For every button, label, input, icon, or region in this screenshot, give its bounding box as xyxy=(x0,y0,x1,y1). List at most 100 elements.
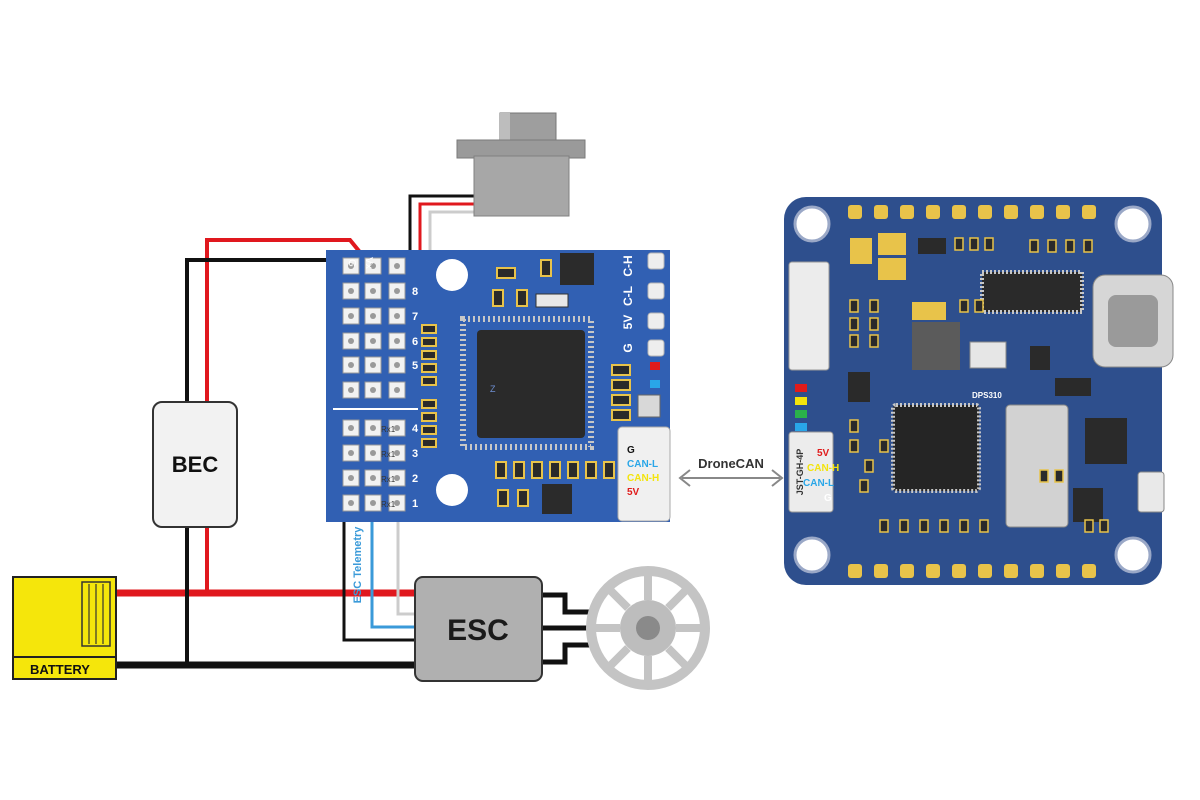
small-chip xyxy=(542,484,572,514)
pin-hole xyxy=(348,263,354,269)
pin-hole xyxy=(348,362,354,368)
smd-component xyxy=(1065,239,1075,253)
smd-component xyxy=(849,334,859,348)
solder-pad xyxy=(978,205,992,219)
node-can-g: G xyxy=(627,445,635,456)
led-red xyxy=(650,362,660,370)
esc-telemetry-label: ESC Telemetry xyxy=(352,526,364,604)
solder-pads xyxy=(848,205,1096,578)
esc-module: ESC xyxy=(414,576,543,682)
pin-hole xyxy=(348,313,354,319)
smd-component xyxy=(869,299,879,313)
side-connector xyxy=(788,261,830,371)
smd-component xyxy=(984,237,994,251)
smd-component xyxy=(879,439,889,453)
pin-hole xyxy=(394,500,400,506)
solder-pad xyxy=(1082,564,1096,578)
row-number-label: 7 xyxy=(412,311,418,323)
jst-label: JST-GH-4P xyxy=(795,449,805,496)
mounting-holes xyxy=(793,205,1152,574)
solder-pad xyxy=(978,564,992,578)
mcu-chip: Z xyxy=(460,316,594,450)
fc-can-connector: JST-GH-4P xyxy=(788,431,834,513)
rx1-label: Rx1 xyxy=(381,500,396,509)
esc-label: ESC xyxy=(447,614,509,647)
smd-component xyxy=(959,519,969,533)
pin-hole xyxy=(348,425,354,431)
solder-pad xyxy=(848,205,862,219)
edge-label-g: G xyxy=(621,343,635,352)
dps-label: DPS310 xyxy=(972,391,1002,400)
esc-signal-wire xyxy=(396,508,420,616)
solder-pad xyxy=(926,205,940,219)
flight-controller-board: JST-GH-4P 5V CAN-H CAN-L G xyxy=(784,197,1174,585)
solder-pad xyxy=(1056,205,1070,219)
solder-pad xyxy=(952,564,966,578)
smd-component xyxy=(939,519,949,533)
fc-mcu xyxy=(891,403,981,493)
smd-component xyxy=(859,479,869,493)
pin-hole xyxy=(394,313,400,319)
smd-component xyxy=(849,317,859,331)
smd-component xyxy=(849,439,859,453)
fc-can-5v: 5V xyxy=(817,448,830,459)
solder-pad xyxy=(874,205,888,219)
led xyxy=(795,423,807,431)
svg-text:Z: Z xyxy=(490,384,496,394)
pin-hole xyxy=(370,263,376,269)
led-blue xyxy=(650,380,660,388)
flash-chip xyxy=(980,270,1084,314)
node-can-5v: 5V xyxy=(627,487,640,498)
smd-component xyxy=(1029,239,1039,253)
boot-button xyxy=(1137,471,1165,513)
battery-label: BATTERY xyxy=(30,662,90,677)
pin-hole xyxy=(370,425,376,431)
solder-pad xyxy=(1004,205,1018,219)
smd-component xyxy=(849,299,859,313)
smd-component xyxy=(864,459,874,473)
servo xyxy=(456,112,586,217)
row-number-label: 4 xyxy=(412,423,419,435)
pin-hole xyxy=(394,362,400,368)
led xyxy=(795,397,807,405)
pin-hole xyxy=(370,450,376,456)
bec-black-output xyxy=(185,258,346,402)
edge-label-ch: C-H xyxy=(621,255,635,276)
smd-component xyxy=(1083,239,1093,253)
led xyxy=(795,410,807,418)
smd-component xyxy=(974,299,984,313)
smd-component xyxy=(919,519,929,533)
pin-hole xyxy=(348,338,354,344)
bec-label: BEC xyxy=(172,452,219,477)
smd-component xyxy=(1054,469,1064,483)
pin-hole xyxy=(370,362,376,368)
crystal xyxy=(969,341,1007,369)
row-number-label: 1 xyxy=(412,498,418,510)
smd-component xyxy=(959,299,969,313)
bec-module: BEC xyxy=(152,401,238,528)
solder-pad xyxy=(1082,205,1096,219)
pin-hole xyxy=(370,500,376,506)
smd-component xyxy=(879,519,889,533)
row-number-label: 2 xyxy=(412,473,418,485)
dronecan-link: DroneCAN xyxy=(678,456,784,487)
row-number-label: 6 xyxy=(412,336,418,348)
pin-label-g: G xyxy=(346,259,357,267)
solder-pad xyxy=(1030,205,1044,219)
solder-pad xyxy=(1030,564,1044,578)
motor-wire-1 xyxy=(542,592,590,615)
pin-hole xyxy=(394,338,400,344)
pin-hole xyxy=(394,475,400,481)
small-chip xyxy=(560,253,594,285)
pin-hole xyxy=(348,450,354,456)
edge-label-cl: C-L xyxy=(621,286,635,306)
pin-hole xyxy=(370,288,376,294)
battery: BATTERY xyxy=(12,576,117,680)
inductor xyxy=(912,322,960,370)
can-edge-pads xyxy=(647,252,665,357)
pin-hole xyxy=(370,475,376,481)
button xyxy=(637,394,661,418)
smd-component xyxy=(869,317,879,331)
